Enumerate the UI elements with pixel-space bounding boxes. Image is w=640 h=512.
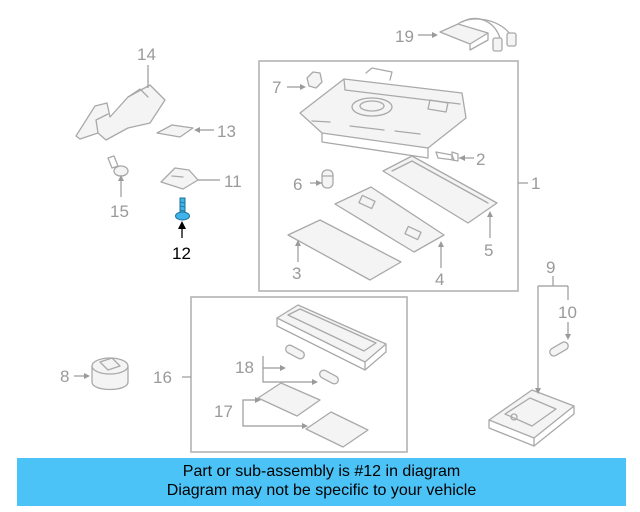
callout-5: 5 [484, 241, 493, 260]
arrow-15 [118, 175, 124, 181]
info-banner: Part or sub-assembly is #12 in diagram D… [17, 458, 626, 506]
trim-panel-4 [334, 186, 445, 253]
callout-9: 9 [546, 258, 555, 277]
arrow-17a [255, 397, 261, 403]
box1-leaders [287, 84, 528, 268]
parts-diagram: 1 2 3 4 5 6 7 8 9 10 11 12 13 14 15 16 1… [60, 17, 577, 453]
callout-3: 3 [292, 264, 301, 283]
lenses-17 [257, 382, 369, 448]
leader-17 [242, 399, 306, 427]
callout-14: 14 [137, 45, 156, 64]
arrow-9 [535, 388, 541, 394]
lamp-lens-5 [382, 155, 498, 224]
arrow-13 [194, 127, 200, 133]
arrow-8 [84, 373, 90, 379]
leader-9 [537, 276, 569, 392]
callout-8: 8 [60, 367, 69, 386]
callout-17: 17 [214, 402, 233, 421]
banner-line-1: Part or sub-assembly is #12 in diagram [182, 463, 461, 480]
clip-7 [306, 71, 323, 89]
callout-4: 4 [435, 270, 444, 289]
assembly-box-16 [190, 296, 408, 453]
callout-13: 13 [217, 122, 236, 141]
courtesy-lamp-9 [488, 389, 575, 447]
bulb-10 [549, 341, 569, 357]
banner-line-2: Diagram may not be specific to your vehi… [166, 482, 477, 499]
callout-19: 19 [395, 27, 414, 46]
callout-6: 6 [293, 175, 302, 194]
screw-2 [435, 151, 459, 162]
arrow-12 [178, 221, 186, 229]
pad-3 [287, 219, 402, 281]
switch-8 [91, 357, 129, 391]
leader-18 [262, 356, 316, 383]
connector-19 [439, 17, 517, 52]
plug-6 [321, 169, 334, 189]
screw-15 [107, 155, 129, 177]
assembly-box-1 [258, 60, 519, 292]
callout-7: 7 [272, 78, 281, 97]
arrow-17b [302, 423, 308, 429]
bracket-14 [75, 84, 166, 141]
callout-15: 15 [110, 202, 129, 221]
callout-1: 1 [531, 174, 540, 193]
callout-2: 2 [476, 150, 485, 169]
callout-11: 11 [224, 172, 242, 191]
bulbs-18 [285, 344, 339, 385]
arrow-18a [280, 365, 286, 371]
callout-10: 10 [558, 303, 577, 322]
callout-18: 18 [235, 358, 254, 377]
bracket-13 [156, 124, 194, 138]
callout-12: 12 [172, 244, 191, 263]
arrow-18b [312, 379, 318, 385]
arrow-19 [432, 32, 438, 38]
arrow-10 [565, 334, 571, 340]
bracket-11 [160, 167, 199, 190]
map-lamp-housing [276, 304, 387, 371]
console-housing [299, 67, 467, 159]
screw-12 [175, 197, 190, 221]
callout-16: 16 [153, 368, 172, 387]
